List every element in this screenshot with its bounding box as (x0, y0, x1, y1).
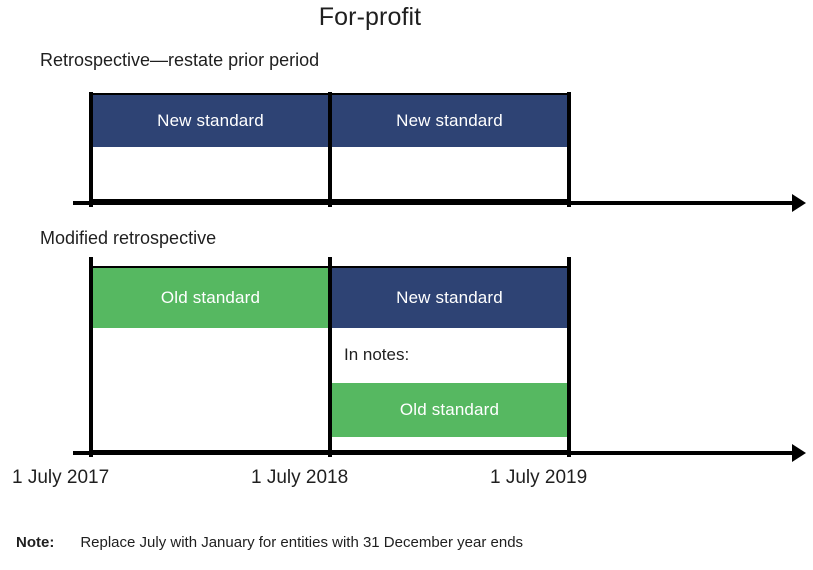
bar-old-standard-2017-2018: Old standard (93, 268, 328, 328)
arrow-right-icon-bottom (792, 444, 806, 462)
bar-new-standard-2018-2019-modified: New standard (332, 268, 567, 328)
axis-date-label-2017: 1 July 2017 (12, 467, 110, 488)
bar-old-standard-in-notes: Old standard (332, 383, 567, 437)
axis-date-label-2019: 1 July 2019 (490, 467, 588, 488)
tick-marker-2017-top (89, 92, 93, 207)
footnote-label: Note: (16, 534, 55, 551)
tick-marker-2019-top (567, 92, 571, 207)
page-title: For-profit (318, 3, 422, 31)
timeline-axis-bottom (73, 451, 799, 455)
arrow-right-icon-top (792, 194, 806, 212)
tick-marker-2018-bottom (328, 257, 332, 457)
tick-marker-2018-top (328, 92, 332, 207)
axis-date-label-2018: 1 July 2018 (251, 467, 349, 488)
timeline-axis-top (73, 201, 799, 205)
tick-marker-2019-bottom (567, 257, 571, 457)
tick-marker-2017-bottom (89, 257, 93, 457)
bar-new-standard-2018-2019: New standard (332, 95, 567, 147)
footnote-text: Replace July with January for entities w… (80, 534, 524, 551)
footnote: Note: Replace July with January for entit… (16, 533, 523, 553)
bar-new-standard-2017-2018: New standard (93, 95, 328, 147)
in-notes-label: In notes: (344, 345, 410, 364)
section-caption-retrospective: Retrospective—restate prior period (40, 50, 320, 70)
section-caption-modified-retrospective: Modified retrospective (40, 228, 217, 248)
